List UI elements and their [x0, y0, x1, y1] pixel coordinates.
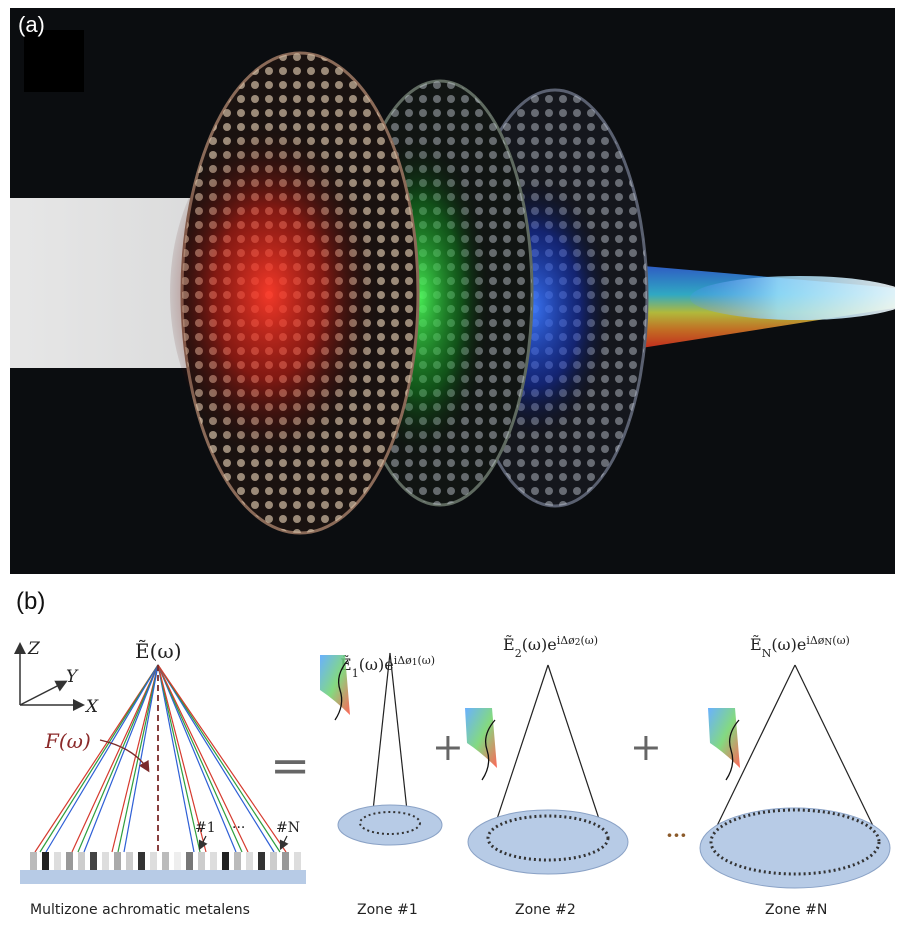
zone-n-wave [725, 719, 740, 781]
zone-n-caption: Zone #N [765, 902, 828, 918]
zone-1-cone-left [371, 652, 391, 821]
panel-a-label: (a) [18, 12, 45, 37]
axis-z-label: Z [27, 639, 41, 659]
metalens-caption: Multizone achromatic metalens [30, 902, 250, 918]
zone-marker-dots: ··· [232, 820, 245, 836]
coordinate-axes: Z Y X [14, 639, 99, 717]
zone-marker-last: #N [276, 820, 300, 836]
plus-sign-1: + [432, 725, 464, 769]
axis-y-label: Y [66, 667, 79, 687]
redaction-box [24, 30, 84, 92]
multizone-diagram: Z Y X Ẽ(ω) F(ω) #1 ··· #N [14, 634, 891, 889]
zone-marker-first-arrow [198, 835, 208, 851]
zone-1-wave [334, 659, 349, 721]
zone-2-wave [481, 719, 496, 781]
plus-sign-2: + [630, 725, 662, 769]
zone-n-disc [699, 807, 891, 889]
axis-x-label: X [84, 697, 99, 717]
zone-1-caption: Zone #1 [357, 902, 418, 918]
zone-2-field-label: Ẽ2(ω)eiΔø2(ω) [503, 634, 598, 660]
zone-2-pulse [465, 708, 497, 768]
zone-2-ring [486, 814, 610, 862]
zone-marker-first: #1 [195, 820, 216, 836]
red-metalens-disc [170, 51, 420, 535]
zone-1-group: Ẽ1(ω)eiΔø1(ω) [320, 652, 443, 846]
metalens-render [10, 51, 895, 535]
zone-2-cone-right [547, 664, 602, 826]
zone-1-pulse [320, 655, 350, 715]
focal-arrow [99, 739, 150, 773]
zone-2-disc [467, 809, 629, 875]
zone-1-cone-right [389, 652, 409, 821]
panel-b-label: (b) [16, 588, 46, 615]
field-label: Ẽ(ω) [135, 639, 182, 663]
zone-2-cone-left [494, 664, 549, 826]
focused-output-beam [690, 276, 895, 320]
zone-n-pulse [708, 708, 740, 768]
zone-n-cone-left [714, 664, 796, 831]
zone-1-ring [359, 811, 421, 835]
zone-n-field-label: ẼN(ω)eiΔøN(ω) [750, 634, 850, 660]
equals-sign: = [270, 738, 310, 794]
zone-marker-last-arrow [279, 835, 289, 851]
zone-1-disc [337, 804, 443, 846]
metalens-pillar-row [20, 852, 306, 884]
focusing-rays [34, 664, 287, 853]
ellipsis: ··· [666, 823, 687, 847]
zone-n-group: ẼN(ω)eiΔøN(ω) [699, 634, 891, 889]
zone-n-cone-right [794, 664, 876, 831]
focal-length-label: F(ω) [44, 729, 91, 753]
metalens-render-panel: (a) [10, 8, 895, 574]
zone-n-ring [709, 808, 881, 876]
zone-2-group: Ẽ2(ω)eiΔø2(ω) [465, 634, 629, 875]
zone-1-field-label: Ẽ1(ω)eiΔø1(ω) [340, 654, 435, 680]
zone-2-caption: Zone #2 [515, 902, 576, 918]
